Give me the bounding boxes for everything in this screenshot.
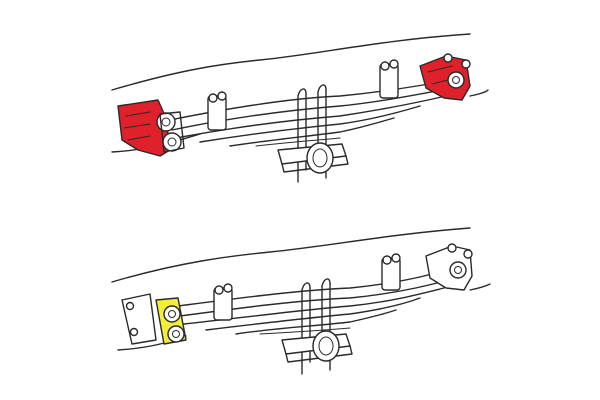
top-spring-clip-left	[207, 91, 227, 131]
rear-shackle-bracket	[419, 53, 471, 101]
bottom-front-hanger	[121, 293, 157, 345]
front-spring-hanger	[117, 99, 185, 157]
top-spring-clip-right	[379, 59, 399, 99]
front-eye-bushing	[155, 297, 187, 345]
bottom-spring-clip-left	[213, 283, 233, 321]
top-leaf-spring-assembly	[111, 33, 489, 183]
bottom-axle-tube	[312, 330, 340, 362]
top-axle-tube	[306, 142, 334, 174]
bottom-spring-clip-right	[381, 253, 401, 291]
bottom-leaf-spring-assembly	[111, 227, 491, 375]
bottom-rear-shackle-bracket	[425, 243, 473, 291]
